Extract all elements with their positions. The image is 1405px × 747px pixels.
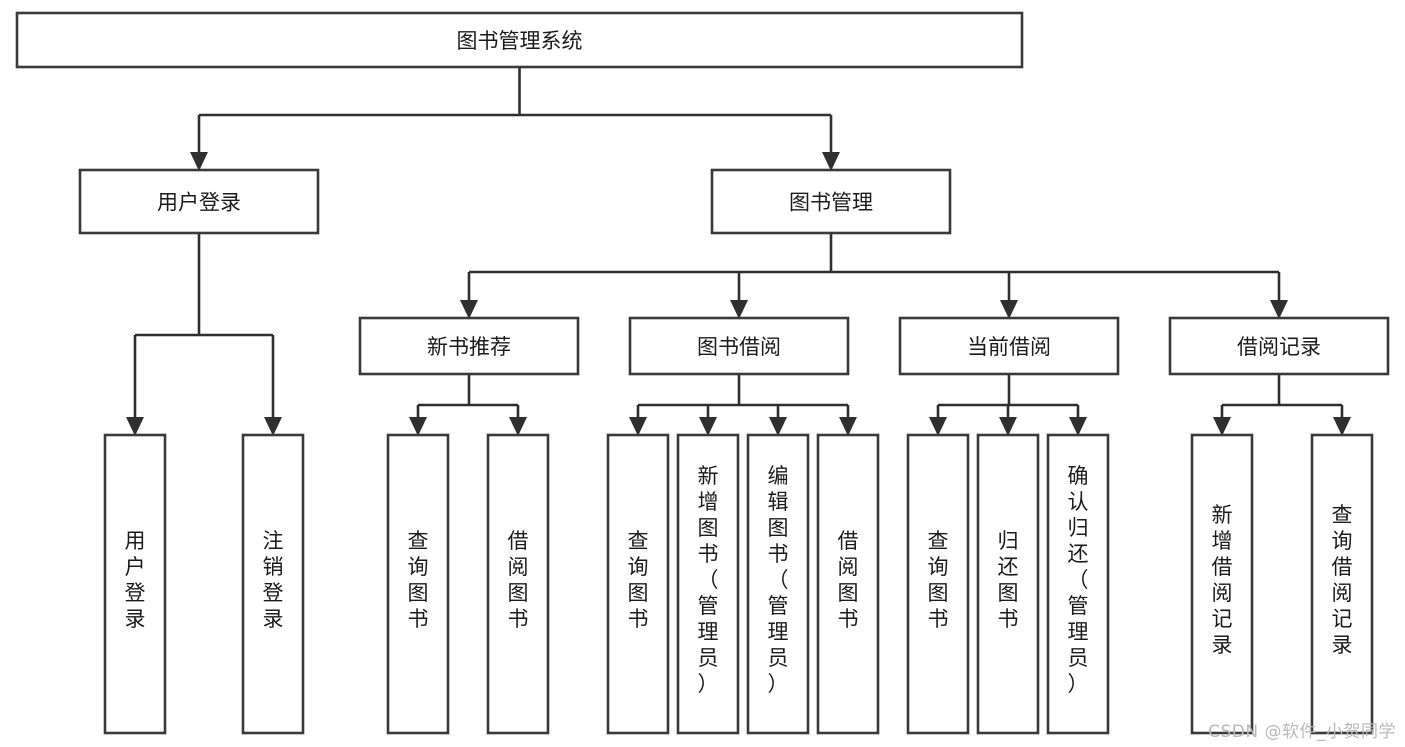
node-leaf-query-book-1[interactable]: 查询图书 bbox=[386, 433, 450, 735]
node-leaf-user-login[interactable]: 用户登录 bbox=[103, 433, 167, 735]
node-leaf-query-book-2[interactable]: 查询图书 bbox=[606, 433, 670, 735]
node-label-leaf-edit-book: 编辑图书（管理员） bbox=[768, 464, 789, 696]
arrow-head-icon bbox=[929, 417, 947, 436]
node-label-current-borrow: 当前借阅 bbox=[967, 335, 1051, 359]
arrow-head-icon bbox=[822, 152, 840, 171]
arrow-head-icon bbox=[699, 417, 717, 436]
node-label-leaf-query-record: 查询借阅记录 bbox=[1332, 503, 1353, 657]
node-label-user-login: 用户登录 bbox=[157, 191, 241, 215]
node-label-leaf-query-book-1: 查询图书 bbox=[408, 529, 429, 631]
arrow-head-icon bbox=[1000, 300, 1018, 319]
node-leaf-logout[interactable]: 注销登录 bbox=[241, 433, 305, 735]
node-leaf-borrow-book-2[interactable]: 借阅图书 bbox=[816, 433, 880, 735]
node-box-leaf-logout[interactable] bbox=[241, 433, 305, 735]
node-leaf-query-record[interactable]: 查询借阅记录 bbox=[1310, 433, 1374, 735]
node-box-leaf-borrow-book-1[interactable] bbox=[486, 433, 550, 735]
node-label-book-management: 图书管理 bbox=[789, 191, 873, 215]
arrow-head-icon bbox=[264, 417, 282, 436]
diagram-nodes: 图书管理系统用户登录图书管理新书推荐图书借阅当前借阅借阅记录用户登录注销登录查询… bbox=[15, 11, 1390, 735]
watermark-label: CSDN @软件_小贺同学 bbox=[1208, 722, 1396, 742]
node-box-new-book-recommend[interactable] bbox=[358, 316, 580, 376]
node-box-leaf-confirm-return[interactable] bbox=[1046, 433, 1110, 735]
arrow-head-icon bbox=[460, 300, 478, 319]
node-label-leaf-borrow-book-1: 借阅图书 bbox=[508, 529, 529, 631]
arrow-head-icon bbox=[730, 300, 748, 319]
arrow-head-icon bbox=[839, 417, 857, 436]
connector-edges bbox=[126, 67, 1351, 436]
node-box-user-login[interactable] bbox=[78, 168, 320, 235]
node-box-leaf-borrow-book-2[interactable] bbox=[816, 433, 880, 735]
node-label-leaf-return-book: 归还图书 bbox=[998, 529, 1019, 631]
node-book-borrow[interactable]: 图书借阅 bbox=[628, 316, 850, 376]
node-leaf-add-record[interactable]: 新增借阅记录 bbox=[1190, 433, 1254, 735]
node-box-borrow-record[interactable] bbox=[1168, 316, 1390, 376]
node-current-borrow[interactable]: 当前借阅 bbox=[898, 316, 1120, 376]
node-box-root[interactable] bbox=[15, 11, 1024, 69]
node-leaf-edit-book[interactable]: 编辑图书（管理员） bbox=[746, 433, 810, 735]
node-box-leaf-query-book-2[interactable] bbox=[606, 433, 670, 735]
node-root[interactable]: 图书管理系统 bbox=[15, 11, 1024, 69]
node-user-login[interactable]: 用户登录 bbox=[78, 168, 320, 235]
node-label-leaf-add-record: 新增借阅记录 bbox=[1212, 503, 1233, 657]
node-label-new-book-recommend: 新书推荐 bbox=[427, 335, 511, 359]
arrow-head-icon bbox=[409, 417, 427, 436]
node-leaf-add-book[interactable]: 新增图书（管理员） bbox=[676, 433, 740, 735]
node-label-leaf-logout: 注销登录 bbox=[263, 529, 284, 631]
node-label-leaf-query-book-2: 查询图书 bbox=[628, 529, 649, 631]
node-book-management[interactable]: 图书管理 bbox=[710, 168, 952, 235]
arrow-head-icon bbox=[769, 417, 787, 436]
node-borrow-record[interactable]: 借阅记录 bbox=[1168, 316, 1390, 376]
node-leaf-query-book-3[interactable]: 查询图书 bbox=[906, 433, 970, 735]
node-leaf-confirm-return[interactable]: 确认归还（管理员） bbox=[1046, 433, 1110, 735]
node-box-leaf-return-book[interactable] bbox=[976, 433, 1040, 735]
node-box-leaf-user-login[interactable] bbox=[103, 433, 167, 735]
node-label-leaf-confirm-return: 确认归还（管理员） bbox=[1068, 464, 1089, 696]
node-leaf-borrow-book-1[interactable]: 借阅图书 bbox=[486, 433, 550, 735]
node-box-current-borrow[interactable] bbox=[898, 316, 1120, 376]
arrow-head-icon bbox=[1270, 300, 1288, 319]
arrow-head-icon bbox=[629, 417, 647, 436]
arrow-head-icon bbox=[1213, 417, 1231, 436]
node-box-leaf-edit-book[interactable] bbox=[746, 433, 810, 735]
node-label-borrow-record: 借阅记录 bbox=[1237, 335, 1321, 359]
node-box-leaf-add-book[interactable] bbox=[676, 433, 740, 735]
arrow-head-icon bbox=[190, 152, 208, 171]
arrow-head-icon bbox=[999, 417, 1017, 436]
node-label-leaf-query-book-3: 查询图书 bbox=[928, 529, 949, 631]
arrow-head-icon bbox=[509, 417, 527, 436]
arrow-head-icon bbox=[1333, 417, 1351, 436]
node-box-leaf-add-record[interactable] bbox=[1190, 433, 1254, 735]
node-box-leaf-query-book-3[interactable] bbox=[906, 433, 970, 735]
node-box-book-borrow[interactable] bbox=[628, 316, 850, 376]
arrow-head-icon bbox=[126, 417, 144, 436]
node-box-leaf-query-book-1[interactable] bbox=[386, 433, 450, 735]
arrow-head-icon bbox=[1069, 417, 1087, 436]
node-new-book-recommend[interactable]: 新书推荐 bbox=[358, 316, 580, 376]
node-box-book-management[interactable] bbox=[710, 168, 952, 235]
node-label-book-borrow: 图书借阅 bbox=[697, 335, 781, 359]
node-leaf-return-book[interactable]: 归还图书 bbox=[976, 433, 1040, 735]
node-label-leaf-add-book: 新增图书（管理员） bbox=[698, 464, 719, 696]
node-label-leaf-user-login: 用户登录 bbox=[125, 529, 146, 631]
node-box-leaf-query-record[interactable] bbox=[1310, 433, 1374, 735]
node-label-root: 图书管理系统 bbox=[457, 29, 583, 53]
node-label-leaf-borrow-book-2: 借阅图书 bbox=[838, 529, 859, 631]
